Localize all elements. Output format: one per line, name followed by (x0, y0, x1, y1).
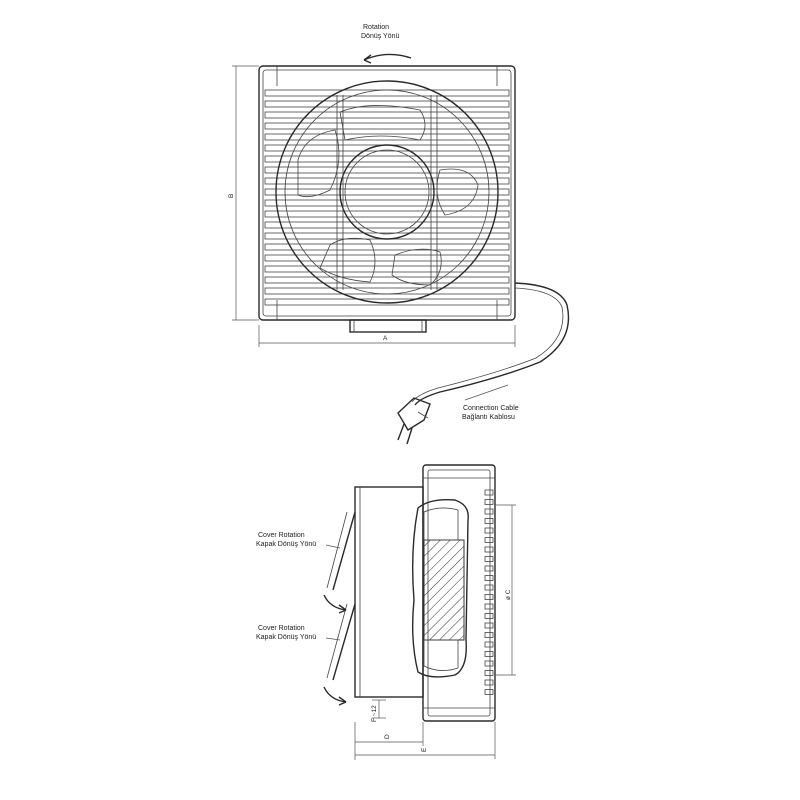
grille-tooth (484, 679, 494, 686)
grille-tooth (484, 613, 494, 619)
cover-rotation-2-tr: Kapak Dönüş Yönü (256, 634, 316, 641)
cover-rotation-arrow-icon (323, 686, 347, 703)
louvre-slat (264, 298, 510, 306)
dim-d-label: D (384, 734, 391, 739)
grille-tooth (484, 603, 494, 610)
cover-rotation-arrow-icon (323, 594, 347, 611)
grille-louvres (264, 89, 510, 306)
louvre-slat (264, 210, 510, 218)
side-view: Cover Rotation Kapak Dönüş Yönü Cover Ro… (256, 464, 516, 760)
grille-tooth (484, 556, 494, 562)
plug-icon (397, 397, 431, 445)
dim-f-label: F ~12 (371, 705, 378, 722)
grille-tooth (484, 651, 494, 657)
grille-tooth (484, 489, 494, 496)
fan-blade (319, 237, 376, 283)
connection-cable (414, 282, 570, 406)
louvre-slat (264, 89, 510, 97)
fan-housing-circle (275, 80, 499, 304)
louvre-slat (264, 100, 510, 108)
front-outer-frame (258, 65, 516, 321)
fan-blade (339, 105, 426, 141)
fan-blade (391, 248, 442, 286)
fan-blade (297, 129, 340, 198)
grille-tooth (484, 622, 494, 629)
front-view: Rotation Dönüş Yönü B A Connection Cable… (228, 24, 570, 445)
rotation-label-en: Rotation (363, 24, 389, 31)
cover-rotation-1-en: Cover Rotation (258, 532, 305, 539)
grille-tooth (484, 527, 494, 534)
grille-tooth (484, 584, 494, 591)
louvre-slat (264, 188, 510, 196)
grille-tooth (484, 546, 494, 553)
louvre-slat (264, 199, 510, 207)
grille-tooth (484, 575, 494, 581)
rotation-label-tr: Dönüş Yönü (361, 33, 400, 40)
grille-tooth (484, 508, 494, 515)
louvre-slat (264, 155, 510, 163)
grille-tooth (484, 660, 494, 667)
cover-flap-lower (332, 603, 356, 681)
cover-rotation-2-en: Cover Rotation (258, 625, 305, 632)
louvre-slat (264, 287, 510, 295)
impeller-outline (411, 498, 469, 678)
side-flange (422, 464, 496, 722)
fan-inner-circle (284, 89, 490, 295)
grille-tooth (484, 518, 494, 524)
grille-teeth (484, 489, 494, 695)
dim-a-label: A (383, 335, 388, 342)
grille-tooth (484, 670, 494, 676)
louvre-slat (264, 177, 510, 185)
louvre-slat (264, 276, 510, 284)
cover-flap-upper (332, 511, 356, 591)
cable-label-en: Connection Cable (463, 405, 519, 412)
grille-tooth (484, 689, 494, 695)
louvre-slat (264, 221, 510, 229)
louvre-slat (264, 133, 510, 141)
dim-b-label: B (228, 194, 235, 198)
louvre-slat (264, 243, 510, 251)
louvre-slat (264, 122, 510, 130)
louvre-slat (264, 166, 510, 174)
rotation-arrow-icon (363, 53, 412, 61)
louvre-slat (264, 254, 510, 262)
grille-tooth (484, 632, 494, 638)
louvre-slat (264, 265, 510, 273)
bottom-tab (349, 319, 427, 333)
louvre-slat (264, 111, 510, 119)
front-inner-frame (262, 69, 512, 317)
grille-tooth (484, 499, 494, 505)
grille-tooth (484, 594, 494, 600)
grille-tooth (484, 641, 494, 648)
cable-label-tr: Bağlantı Kablosu (462, 414, 515, 421)
cover-rotation-1-tr: Kapak Dönüş Yönü (256, 541, 316, 548)
fan-blade (436, 168, 479, 216)
grille-tooth (484, 565, 494, 572)
dim-e-label: E (421, 747, 428, 752)
grille-tooth (484, 537, 494, 543)
impeller-section-hatch (423, 539, 465, 641)
dim-c-label: ø C (505, 589, 512, 600)
fan-hub (339, 144, 435, 240)
